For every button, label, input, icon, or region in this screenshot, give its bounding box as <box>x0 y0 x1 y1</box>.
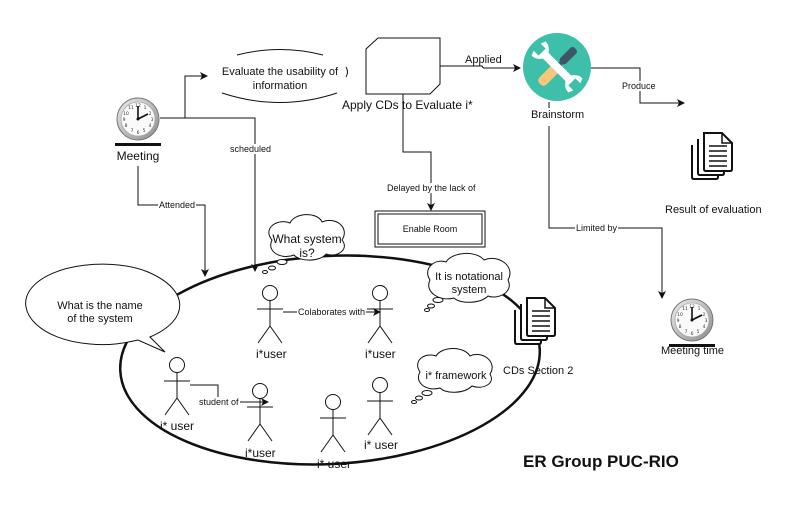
actor-figure-4 <box>246 383 274 442</box>
meeting-time-label: Meeting time <box>661 345 724 357</box>
edge-label-student-of: student of <box>198 397 240 407</box>
cds-section-2-label: CDs Section 2 <box>503 365 574 377</box>
result-of-evaluation-label: Result of evaluation <box>665 204 762 216</box>
diagram-title: ER Group PUC-RIO <box>523 452 679 471</box>
edge-label-applied: Applied <box>465 54 502 66</box>
actor-label-6: i* user <box>364 438 399 452</box>
actor-label-5: i* user <box>317 457 352 471</box>
edge-limited <box>548 126 666 299</box>
thought-cloud-what-system <box>262 214 345 274</box>
thought-notational-line1: It is notational <box>435 271 503 283</box>
meeting-clock-icon <box>114 97 162 147</box>
edge-scheduled <box>160 117 259 272</box>
actor-figure-2 <box>366 285 394 344</box>
actor-label-1: i*user <box>256 347 287 361</box>
enable-room-label: Enable Room <box>402 224 458 234</box>
evaluate-usability-line2: information <box>252 80 308 92</box>
speech-bubble-line2: of the system <box>67 313 133 325</box>
evaluate-usability-line1: Evaluate the usability of <box>221 66 339 78</box>
thought-cloud-notational <box>424 253 511 312</box>
actor-label-3: i* user <box>160 419 195 433</box>
actor-figure-1 <box>256 285 284 344</box>
edge-applied <box>440 64 521 72</box>
edge-label-limited: Limited by <box>575 223 619 233</box>
meeting-time-clock-icon <box>668 298 716 348</box>
edge-label-attended: Attended <box>158 200 197 210</box>
apply-cds-label: Apply CDs to Evaluate i* <box>342 98 473 112</box>
edge-label-colaborates: Colaborates with <box>297 307 367 317</box>
evaluate-usability-shape <box>221 49 348 103</box>
enable-room-outer <box>374 210 486 248</box>
actor-label-4: i*user <box>245 446 276 460</box>
thought-what-system-line2: is? <box>299 246 315 260</box>
brainstorm-tools-icon <box>523 33 591 101</box>
edge-label-scheduled: scheduled <box>229 144 273 154</box>
brainstorm-label: Brainstorm <box>530 109 586 121</box>
edge-delayed <box>402 94 435 211</box>
actor-figure-6 <box>366 377 394 436</box>
thought-notational-line2: system <box>451 284 487 296</box>
enable-room-inner <box>377 213 483 245</box>
edge-attended <box>137 166 209 277</box>
apply-cds-shape <box>365 37 441 95</box>
actor-figure-5 <box>319 394 347 453</box>
thought-what-system-line1: What system <box>272 232 342 246</box>
edge-label-produce: Produce <box>621 81 657 91</box>
thought-cloud-framework <box>411 348 493 404</box>
speech-bubble-shape <box>25 263 181 353</box>
thought-framework-line1: i* framework <box>425 370 487 382</box>
result-documents-icon <box>691 132 733 180</box>
edge-student-of <box>190 384 269 406</box>
edge-label-delayed: Delayed by the lack of <box>386 183 477 193</box>
actor-figure-3 <box>163 357 191 416</box>
edge-meeting-evaluate <box>160 72 208 119</box>
cds-section-documents-icon <box>514 297 556 345</box>
actor-label-2: i*user <box>365 347 396 361</box>
speech-bubble-line1: What is the name <box>57 300 143 312</box>
meeting-label: Meeting <box>116 149 160 163</box>
